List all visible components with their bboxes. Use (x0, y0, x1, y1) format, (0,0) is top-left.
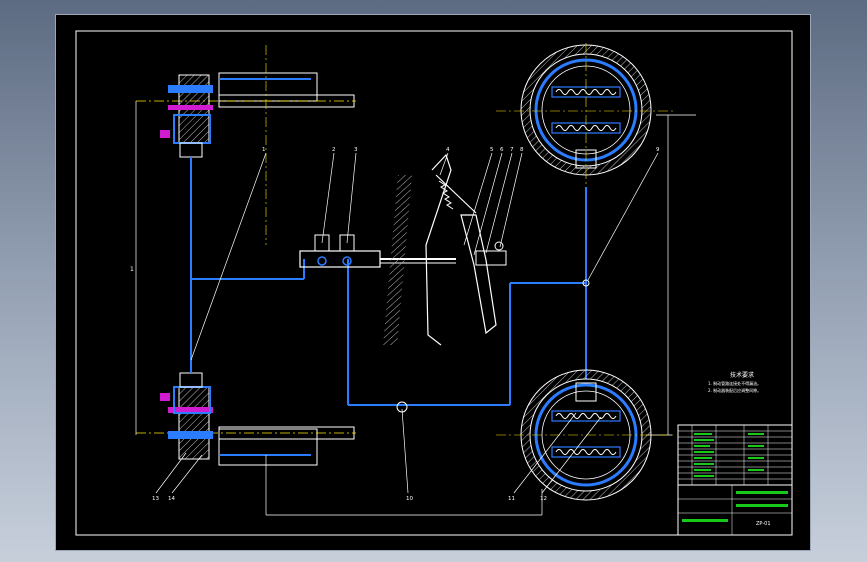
drawing-border (75, 30, 793, 536)
cad-viewport: 1 (55, 14, 811, 551)
leader-lines (155, 152, 659, 494)
callout-8: 8 (520, 147, 524, 153)
callout-5: 5 (490, 147, 494, 153)
brake-pedal (383, 153, 507, 346)
callout-9: 9 (656, 147, 660, 153)
left-bottom-wheel-hub (136, 372, 356, 466)
brake-lines (190, 157, 587, 406)
callout-10: 10 (406, 496, 413, 502)
callout-4: 4 (446, 147, 450, 153)
drum-brake-top (496, 43, 676, 185)
callout-1: 1 (262, 147, 266, 153)
dimension-lines (135, 101, 696, 516)
drum-brake-bottom (496, 369, 676, 501)
left-top-wheel-hub (136, 45, 356, 245)
master-cylinder (299, 234, 456, 268)
part-callouts: 1 2 3 4 5 6 7 8 9 10 11 12 13 14 (152, 147, 660, 502)
brake-system-drawing: 1 (75, 30, 793, 536)
callout-6: 6 (500, 147, 504, 153)
callout-14: 14 (168, 496, 175, 502)
callout-2: 2 (332, 147, 336, 153)
tech-req-line-1: 1. 制动管路连接处不得漏油。 (708, 380, 761, 386)
tech-req-title: 技术要求 (730, 371, 754, 379)
drawing-number: ZP-01 (756, 521, 771, 527)
callout-11: 11 (508, 496, 515, 502)
dim-label-height: 1 (130, 266, 134, 273)
callout-7: 7 (510, 147, 514, 153)
technical-requirements: 技术要求 1. 制动管路连接处不得漏油。 2. 制动器装配后应调整间隙。 (708, 371, 761, 393)
callout-12: 12 (540, 496, 547, 502)
callout-13: 13 (152, 496, 159, 502)
title-block: ZP-01 (677, 424, 793, 536)
tech-req-line-2: 2. 制动器装配后应调整间隙。 (708, 387, 761, 393)
callout-3: 3 (354, 147, 358, 153)
